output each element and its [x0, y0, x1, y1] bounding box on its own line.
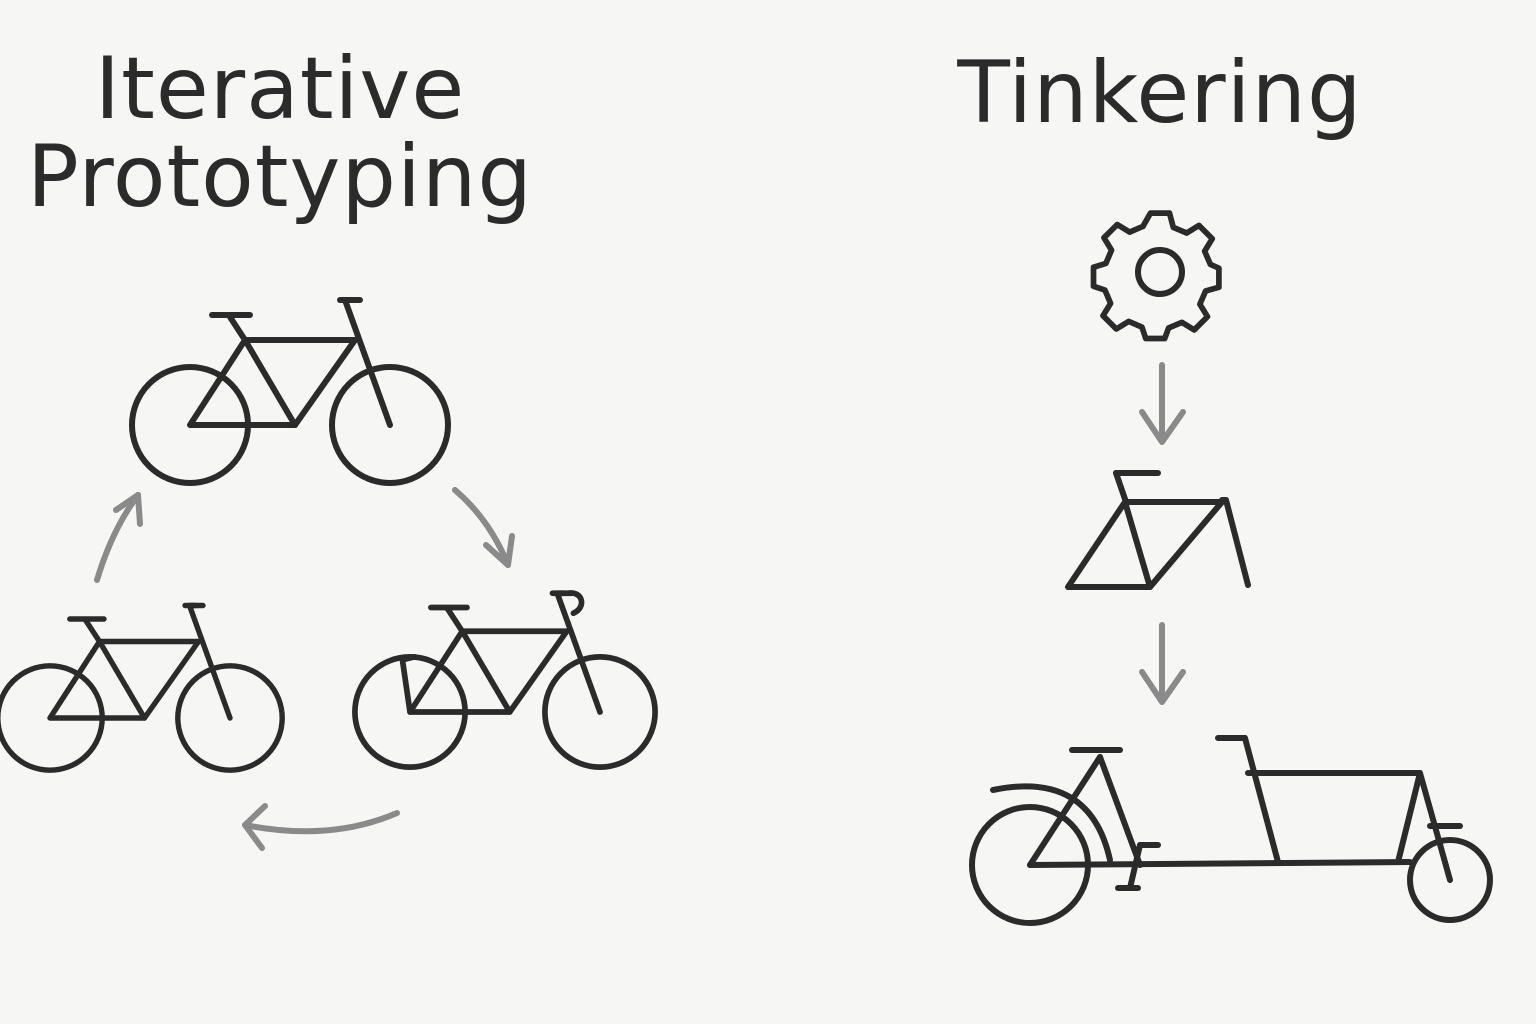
down-arrow-icon-2: [1139, 622, 1186, 705]
bicycle-right-icon: [355, 590, 655, 767]
bicycle-top-icon: [132, 300, 448, 483]
gear-icon: [1090, 210, 1222, 342]
left-panel-cycle: [0, 300, 655, 851]
down-arrow-icon: [1139, 362, 1186, 445]
title-line-2: Prototyping: [27, 126, 533, 227]
cargo-bike-icon: [969, 735, 1493, 926]
bicycle-frame-icon: [1065, 470, 1251, 590]
tinkering-title: Tinkering: [957, 43, 1363, 143]
title-line-1: Iterative: [94, 39, 466, 139]
right-panel-sequence: [969, 210, 1493, 926]
iterative-prototyping-title: Iterative Prototyping: [20, 39, 540, 227]
bicycle-left-icon: [0, 606, 282, 771]
cycle-arrow-icon: [94, 487, 515, 851]
